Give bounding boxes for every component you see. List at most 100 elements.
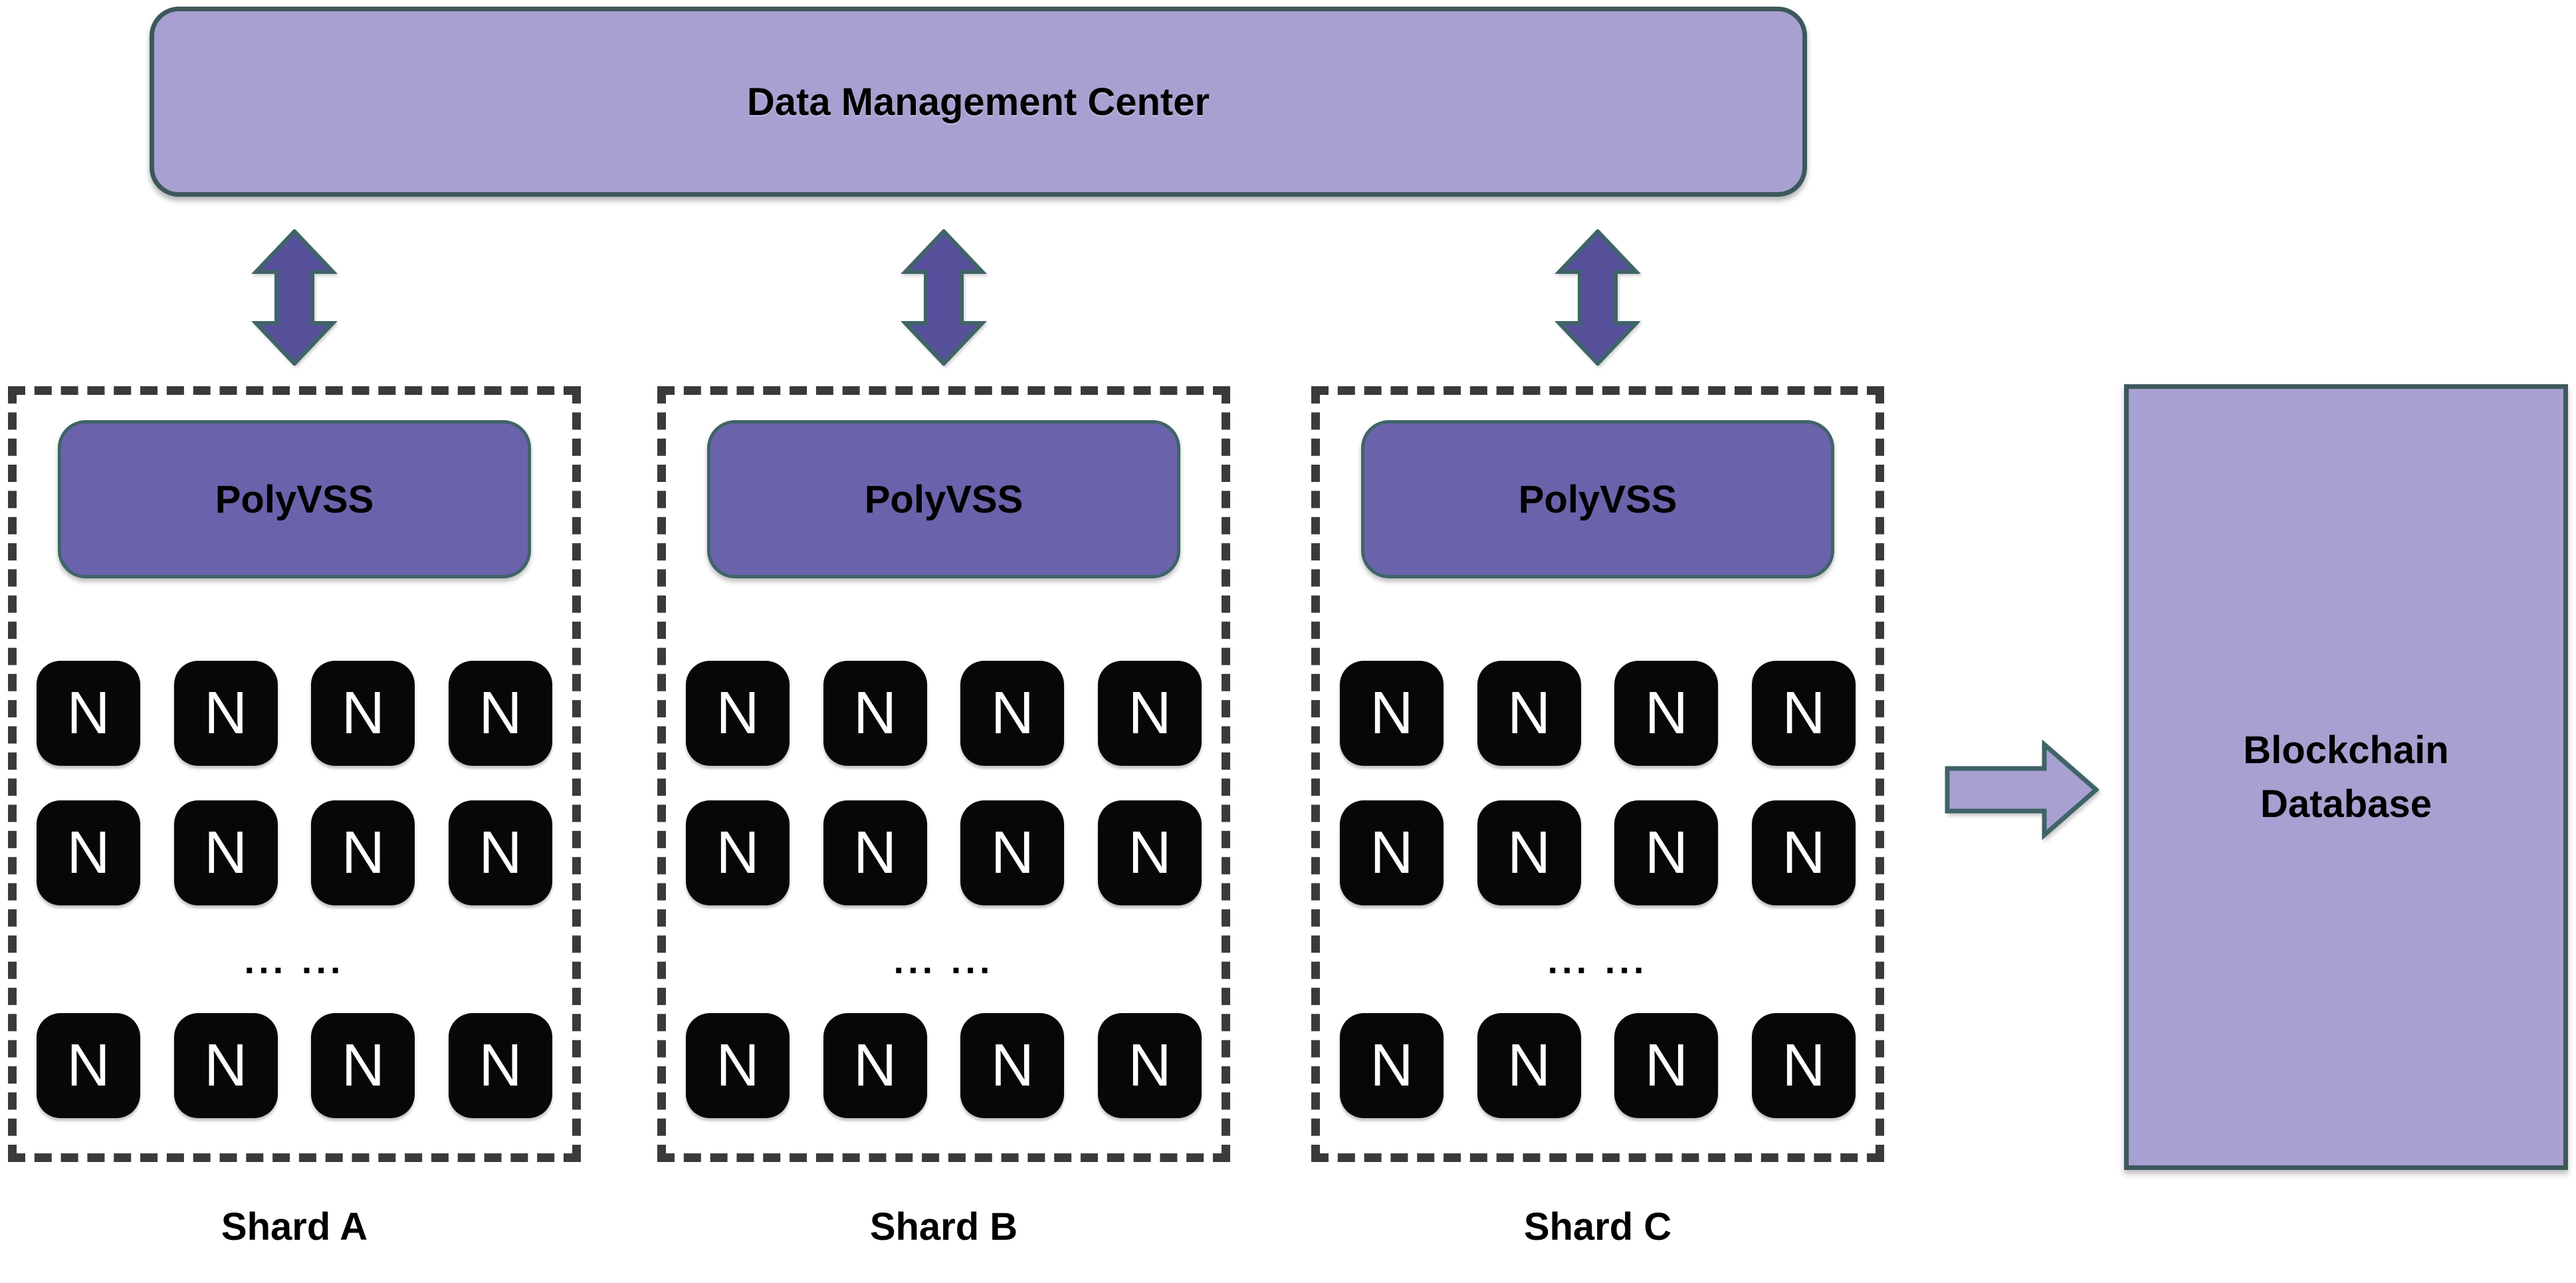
node-label: N [990, 1032, 1034, 1099]
node: N [1751, 661, 1856, 766]
node: N [823, 800, 927, 905]
node: N [311, 661, 415, 766]
node-label: N [1370, 819, 1414, 886]
polyvss-label: PolyVSS [215, 477, 374, 521]
node-label: N [341, 679, 385, 747]
node-label: N [1782, 679, 1826, 747]
node: N [37, 800, 140, 905]
bidirectional-arrow-icon [901, 229, 987, 366]
node: N [173, 661, 278, 766]
node: N [960, 800, 1065, 905]
node-label: N [716, 1032, 760, 1099]
more-nodes-ellipsis: ... ... [893, 939, 994, 981]
shard-b-container: PolyVSS N N N N N N N N ... ... N N N N [657, 386, 1230, 1162]
node: N [1097, 800, 1202, 905]
node: N [1477, 1013, 1581, 1118]
node: N [1751, 1013, 1856, 1118]
node: N [686, 661, 790, 766]
node-label: N [1128, 819, 1172, 886]
more-nodes-ellipsis: ... ... [244, 939, 345, 981]
blockchain-database-label-line2: Database [2260, 782, 2432, 826]
bidirectional-arrow-icon [1555, 229, 1641, 366]
node: N [37, 1013, 140, 1118]
node-label: N [66, 819, 110, 886]
node-label: N [341, 1032, 385, 1099]
data-management-center-label: Data Management Center [746, 80, 1210, 124]
data-management-center-box: Data Management Center [150, 7, 1807, 197]
node: N [1614, 661, 1719, 766]
node-label: N [716, 679, 760, 747]
node: N [173, 1013, 278, 1118]
node-row: N N N N [686, 800, 1202, 905]
node-label: N [479, 1032, 522, 1099]
node-label: N [1128, 679, 1172, 747]
node-row: N N N N [1340, 1013, 1856, 1118]
polyvss-box: PolyVSS [58, 420, 531, 578]
node: N [1614, 1013, 1719, 1118]
right-arrow-icon [1945, 739, 2099, 840]
node: N [37, 661, 140, 766]
polyvss-label: PolyVSS [1518, 477, 1677, 521]
more-nodes-ellipsis: ... ... [1547, 939, 1648, 981]
node: N [960, 1013, 1065, 1118]
node: N [173, 800, 278, 905]
node: N [311, 1013, 415, 1118]
node-row: N N N N [1340, 800, 1856, 905]
node-label: N [1782, 819, 1826, 886]
node: N [1614, 800, 1719, 905]
shard-c-label: Shard C [1523, 1205, 1672, 1248]
node: N [1477, 661, 1581, 766]
node: N [1340, 661, 1444, 766]
bidirectional-arrow-icon [251, 229, 338, 366]
node-label: N [990, 679, 1034, 747]
node-label: N [1507, 1032, 1551, 1099]
node-label: N [1370, 1032, 1414, 1099]
shard-a-label: Shard A [221, 1205, 368, 1248]
node-label: N [1644, 1032, 1688, 1099]
node-row: N N N N [1340, 661, 1856, 766]
shard-b-label: Shard B [869, 1205, 1018, 1248]
node-label: N [1644, 679, 1688, 747]
node: N [823, 1013, 927, 1118]
node-label: N [1128, 1032, 1172, 1099]
node-row: N N N N [37, 1013, 552, 1118]
shard-c-container: PolyVSS N N N N N N N N ... ... N N N N [1311, 386, 1884, 1162]
node-label: N [204, 679, 248, 747]
node-label: N [853, 1032, 897, 1099]
polyvss-label: PolyVSS [864, 477, 1023, 521]
node: N [448, 661, 552, 766]
blockchain-database-label-line1: Blockchain [2243, 728, 2449, 772]
node-label: N [204, 1032, 248, 1099]
node-row: N N N N [686, 1013, 1202, 1118]
node-label: N [1507, 819, 1551, 886]
node: N [823, 661, 927, 766]
polyvss-box: PolyVSS [1361, 420, 1834, 578]
node-label: N [66, 679, 110, 747]
node: N [686, 1013, 790, 1118]
polyvss-box: PolyVSS [707, 420, 1180, 578]
node-label: N [341, 819, 385, 886]
node: N [1751, 800, 1856, 905]
node: N [1340, 800, 1444, 905]
node: N [1097, 661, 1202, 766]
node-label: N [1507, 679, 1551, 747]
node: N [1477, 800, 1581, 905]
node-label: N [1370, 679, 1414, 747]
node-row: N N N N [37, 800, 552, 905]
node-row: N N N N [686, 661, 1202, 766]
node-row: N N N N [37, 661, 552, 766]
node-label: N [716, 819, 760, 886]
shard-a-container: PolyVSS N N N N N N N N ... ... N N N N [8, 386, 581, 1162]
node: N [448, 1013, 552, 1118]
node-label: N [66, 1032, 110, 1099]
node: N [1097, 1013, 1202, 1118]
node-label: N [1644, 819, 1688, 886]
node-label: N [853, 679, 897, 747]
node: N [960, 661, 1065, 766]
node: N [448, 800, 552, 905]
node-label: N [479, 679, 522, 747]
node-label: N [990, 819, 1034, 886]
node: N [1340, 1013, 1444, 1118]
node: N [311, 800, 415, 905]
